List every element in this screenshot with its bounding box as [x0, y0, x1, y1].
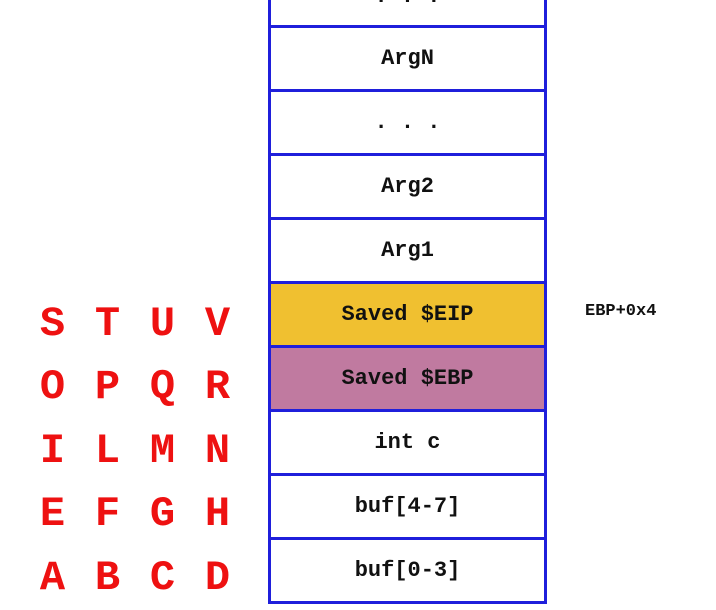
- stack-cell-saved-ebp: Saved $EBP: [268, 348, 547, 412]
- letter-row: E F G H: [25, 483, 245, 547]
- letter: U: [149, 299, 176, 348]
- letter-row: S T U V: [25, 292, 245, 356]
- stack-cell-ellipsis: . . .: [268, 92, 547, 156]
- stack-cell-argn: ArgN: [268, 28, 547, 92]
- stack-cell-ellipsis-top: . . .: [268, 0, 547, 28]
- letter: I: [39, 426, 66, 475]
- letter-grid: S T U V O P Q R I L M N E F G H A B C D: [25, 292, 245, 610]
- letter: O: [39, 363, 66, 412]
- letter: E: [39, 490, 66, 539]
- letter-row: A B C D: [25, 546, 245, 610]
- stack-cell-buf-0-3: buf[0-3]: [268, 540, 547, 604]
- letter: N: [204, 426, 231, 475]
- letter: M: [149, 426, 176, 475]
- letter: S: [39, 299, 66, 348]
- stack-diagram: . . . ArgN . . . Arg2 Arg1 Saved $EIP Sa…: [268, 0, 547, 604]
- letter: C: [149, 553, 176, 602]
- letter: P: [94, 363, 121, 412]
- stack-cell-saved-eip: Saved $EIP: [268, 284, 547, 348]
- letter: G: [149, 490, 176, 539]
- letter: B: [94, 553, 121, 602]
- letter: L: [94, 426, 121, 475]
- stack-cell-buf-4-7: buf[4-7]: [268, 476, 547, 540]
- letter: D: [204, 553, 231, 602]
- letter: Q: [149, 363, 176, 412]
- letter: T: [94, 299, 121, 348]
- stack-cell-int-c: int c: [268, 412, 547, 476]
- ebp-offset-label: EBP+0x4: [585, 302, 657, 321]
- stack-cell-arg1: Arg1: [268, 220, 547, 284]
- letter-row: O P Q R: [25, 356, 245, 420]
- letter: F: [94, 490, 121, 539]
- letter-row: I L M N: [25, 419, 245, 483]
- letter: R: [204, 363, 231, 412]
- letter: A: [39, 553, 66, 602]
- letter: H: [204, 490, 231, 539]
- letter: V: [204, 299, 231, 348]
- stack-cell-arg2: Arg2: [268, 156, 547, 220]
